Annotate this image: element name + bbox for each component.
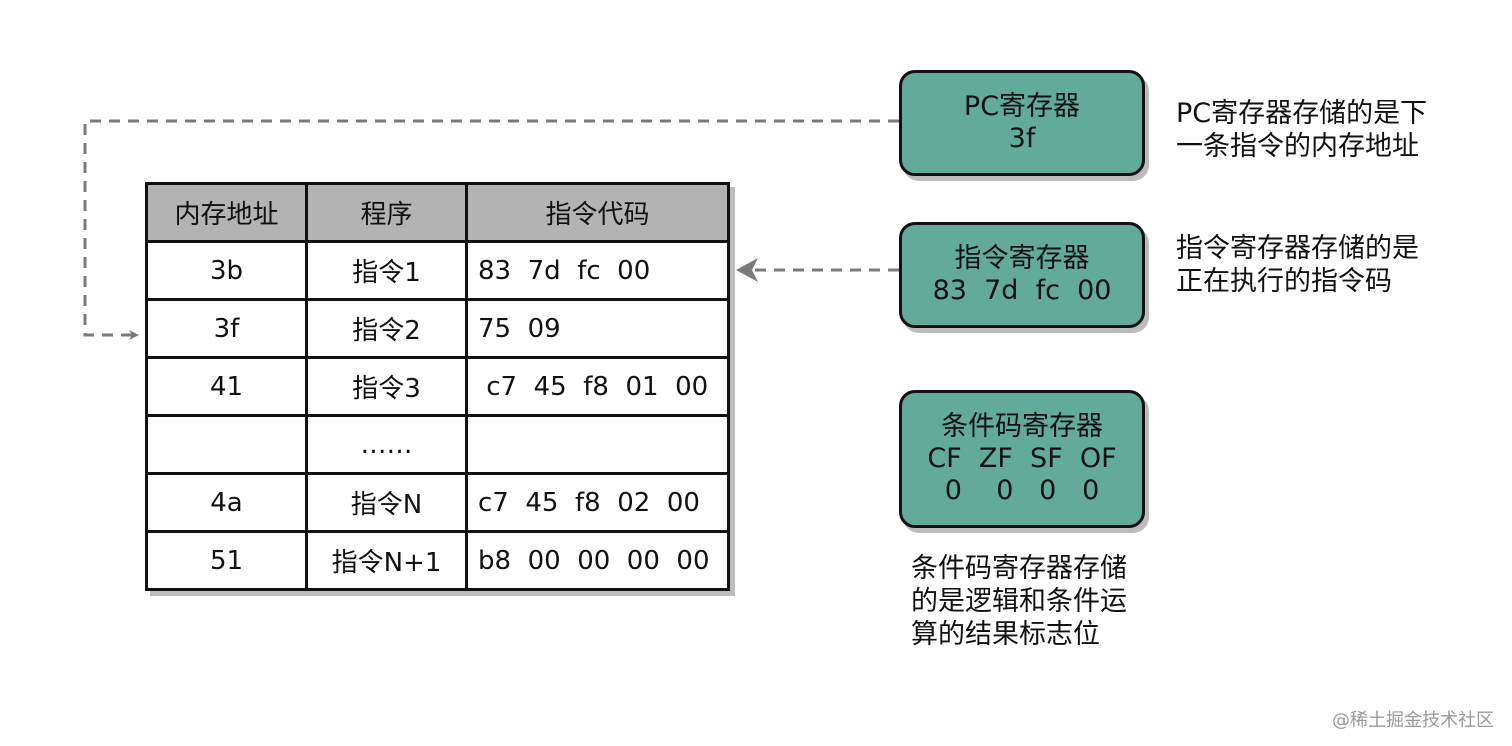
address-cell: 41 (145, 356, 308, 417)
table-header-row: 内存地址 程序 指令代码 (145, 182, 730, 243)
address-cell: 3b (145, 240, 308, 301)
program-cell: 指令N (305, 472, 468, 533)
code-cell: c7 45 f8 01 00 (465, 356, 730, 417)
table-row: 4a 指令N c7 45 f8 02 00 (145, 472, 730, 533)
flags-register-title: 条件码寄存器 (941, 411, 1103, 442)
instruction-register-note: 指令寄存器存储的是 正在执行的指令码 (1176, 233, 1419, 297)
program-cell: …… (305, 414, 468, 475)
program-cell: 指令N+1 (305, 530, 468, 591)
flags-register-box: 条件码寄存器 CF ZF SF OF 0 0 0 0 (899, 390, 1145, 528)
header-program: 程序 (305, 182, 468, 243)
address-cell (145, 414, 308, 475)
address-cell: 51 (145, 530, 308, 591)
instruction-register-title: 指令寄存器 (954, 243, 1090, 274)
pc-register-note: PC寄存器存储的是下 一条指令的内存地址 (1176, 98, 1428, 162)
table-row: 3b 指令1 83 7d fc 00 (145, 240, 730, 301)
memory-table: 内存地址 程序 指令代码 3b 指令1 83 7d fc 00 3f 指令2 7… (145, 182, 730, 591)
ir-arrowhead (736, 258, 758, 282)
table-row: 3f 指令2 75 09 (145, 298, 730, 359)
flags-register-values: 0 0 0 0 (944, 475, 1100, 506)
code-cell (465, 414, 730, 475)
program-cell: 指令3 (305, 356, 468, 417)
address-cell: 4a (145, 472, 308, 533)
flags-register-note: 条件码寄存器存储 的是逻辑和条件运 算的结果标志位 (911, 553, 1127, 650)
pc-register-box: PC寄存器 3f (899, 70, 1145, 176)
code-cell: c7 45 f8 02 00 (465, 472, 730, 533)
table-row: …… (145, 414, 730, 475)
pc-register-title: PC寄存器 (963, 91, 1081, 122)
table-row: 41 指令3 c7 45 f8 01 00 (145, 356, 730, 417)
header-code: 指令代码 (465, 182, 730, 243)
pc-to-address-arrow (83, 119, 899, 340)
code-cell: 75 09 (465, 298, 730, 359)
header-address: 内存地址 (145, 182, 308, 243)
code-cell: b8 00 00 00 00 (465, 530, 730, 591)
table-row: 51 指令N+1 b8 00 00 00 00 (145, 530, 730, 591)
instruction-register-box: 指令寄存器 83 7d fc 00 (899, 222, 1145, 328)
program-cell: 指令2 (305, 298, 468, 359)
address-cell: 3f (145, 298, 308, 359)
watermark: @稀土掘金技术社区 (1332, 710, 1494, 731)
instruction-register-value: 83 7d fc 00 (932, 275, 1112, 306)
code-cell: 83 7d fc 00 (465, 240, 730, 301)
program-cell: 指令1 (305, 240, 468, 301)
pc-register-value: 3f (1008, 123, 1036, 154)
flags-register-names: CF ZF SF OF (927, 443, 1117, 474)
